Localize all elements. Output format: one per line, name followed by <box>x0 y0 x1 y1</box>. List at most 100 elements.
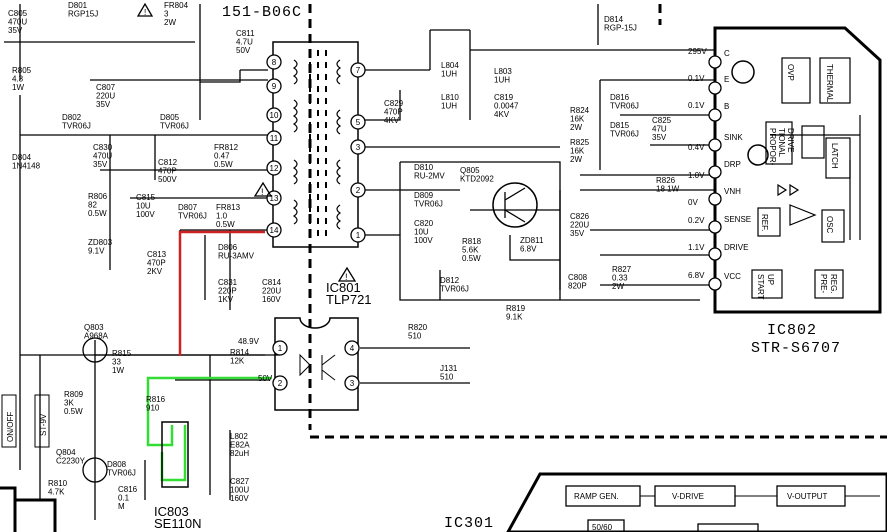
d806-label-0: D806 <box>218 243 238 252</box>
d802-label-0: D802 <box>62 113 82 122</box>
ic801-label-0: IC801 <box>326 280 361 295</box>
v-drive-label: V-DRIVE <box>672 492 704 501</box>
c807-label-0: C807 <box>96 83 116 92</box>
thermal-label: THERMAL <box>825 64 834 103</box>
ic802-pin2-voltage: 0.1V <box>688 74 705 83</box>
5060-label: 50/60 <box>592 523 613 532</box>
fr813-label-0: FR813 <box>216 203 241 212</box>
st9v-label: ST-9V <box>39 413 48 436</box>
l804-label-1: 1UH <box>441 70 457 79</box>
t801-pin-14: 14 <box>270 226 279 235</box>
warning-icon: ! <box>144 8 146 17</box>
zd803-label-1: 9.1V <box>88 247 105 256</box>
r810-label-0: R810 <box>48 479 68 488</box>
r806-label-2: 0.5W <box>88 209 107 218</box>
ic802-pin7-voltage: 0.2V <box>688 216 705 225</box>
ic801-optocoupler: 1 2 4 3 <box>272 317 360 411</box>
c814-label-1: 220U <box>262 287 281 296</box>
frame-corner <box>0 486 57 532</box>
ic301-block: RAMP GEN. V-DRIVE V-OUTPUT 50/60 <box>506 472 887 532</box>
ic803-label-1: SE110N <box>154 516 201 531</box>
r826-label-0: R826 <box>656 176 676 185</box>
r818-label-2: 0.5W <box>462 254 481 263</box>
d808-label-0: D808 <box>107 460 127 469</box>
c805-label-1: 470U <box>8 18 27 27</box>
q805-transistor <box>492 182 538 228</box>
c807-label-1: 220U <box>96 92 115 101</box>
v50-voltage-label: 50V <box>258 374 273 383</box>
c827-label-0: C827 <box>230 477 250 486</box>
c808-label-1: 820P <box>568 282 587 291</box>
d802-label-1: TVR06J <box>62 122 91 131</box>
l803-label-0: L803 <box>494 67 512 76</box>
c814-label-0: C814 <box>262 278 282 287</box>
fr804-label-1: 3 <box>164 10 169 19</box>
c819-label-2: 4KV <box>494 110 510 119</box>
c811-label-1: 4.7U <box>236 38 253 47</box>
fr813-label-2: 0.5W <box>216 220 235 229</box>
r819-label-0: R819 <box>506 304 526 313</box>
t801-pin-1: 1 <box>356 231 361 240</box>
d814-label-0: D814 <box>604 15 624 24</box>
r814-label-0: R814 <box>230 348 250 357</box>
d810-label-1: RU-2MV <box>414 172 445 181</box>
r805-label-0: R805 <box>12 66 32 75</box>
d804-label-0: D804 <box>12 153 32 162</box>
c825-label-1: 47U <box>652 125 667 134</box>
t801-pin-10: 10 <box>270 111 279 120</box>
r824-label-0: R824 <box>570 106 590 115</box>
wires <box>4 4 715 520</box>
c820-label-0: C820 <box>414 219 434 228</box>
c825-label-2: 35V <box>652 133 667 142</box>
ic801-pin-1: 1 <box>278 344 283 353</box>
r818-label-0: R818 <box>462 237 482 246</box>
ramp-gen-label: RAMP GEN. <box>574 492 619 501</box>
r809-label-1: 3K <box>64 399 74 408</box>
r815-label-0: R815 <box>112 349 132 358</box>
q804-transistor <box>82 457 108 483</box>
q-ic802-transistor <box>731 60 769 166</box>
t801-pin-5: 5 <box>356 118 361 127</box>
ic803-label-0: IC803 <box>154 504 189 519</box>
c816-label-2: M <box>118 502 125 511</box>
ic802-pin-drive: DRIVE <box>724 243 748 252</box>
ic802-pin8-voltage: 1.1V <box>688 243 705 252</box>
d804-label-1: 1N4148 <box>12 162 41 171</box>
c805-label-2: 35V <box>8 26 23 35</box>
ic802-pin-sink: SINK <box>724 133 743 142</box>
t801-pin-12: 12 <box>270 164 279 173</box>
st9v-box <box>34 394 50 448</box>
c819-label-1: 0.0047 <box>494 102 519 111</box>
up-label: UP <box>766 274 775 285</box>
warning-icon-3: ! <box>345 272 348 282</box>
d814-label-1: RGP-15J <box>604 24 637 33</box>
r825-label-2: 2W <box>570 155 582 164</box>
ic802-pin-e: E <box>724 75 729 84</box>
ic802-part: STR-S6707 <box>751 340 841 357</box>
q804-label-1: C2230Y <box>56 457 86 466</box>
l804-label-0: L804 <box>441 61 459 70</box>
reg-label: REG. <box>829 274 838 294</box>
zd811-label-0: ZD811 <box>520 236 544 245</box>
d816-label-1: TVR06J <box>610 102 639 111</box>
prop-drive-label-3: DRIVE <box>786 128 795 152</box>
ic802-pin1-voltage: 295V <box>688 47 707 56</box>
fr813-label-1: 1.0 <box>216 212 228 221</box>
q804-label-0: Q804 <box>56 448 76 457</box>
ic802-pin9-voltage: 6.8V <box>688 271 705 280</box>
r815-label-1: 33 <box>112 358 121 367</box>
c815-label-1: 10U <box>136 202 151 211</box>
c814-label-2: 160V <box>262 295 281 304</box>
dashed-borders <box>308 4 887 439</box>
c820-label-2: 100V <box>414 236 433 245</box>
d805-label-1: TVR06J <box>160 122 189 131</box>
c831-label-2: 1KV <box>218 295 234 304</box>
q803-label-0: Q803 <box>84 323 104 332</box>
c819-label-0: C819 <box>494 93 514 102</box>
c827-label-1: 100U <box>230 486 249 495</box>
fr804-label-2: 2W <box>164 18 176 27</box>
ic802-pin-c: C <box>724 49 730 58</box>
d816-label-0: D816 <box>610 93 630 102</box>
ic802-pin5-voltage: 1.0V <box>688 171 705 180</box>
